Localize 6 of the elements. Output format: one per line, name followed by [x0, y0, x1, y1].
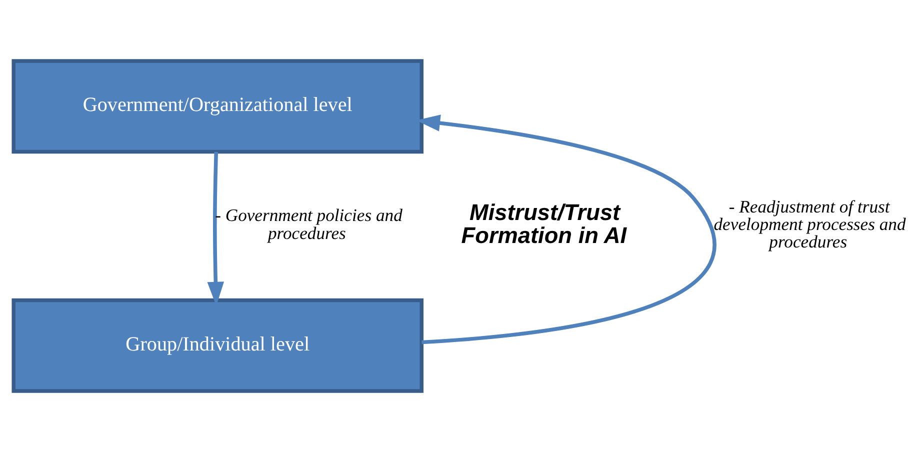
arrow — [207, 151, 224, 306]
node-box: Group/Individual level — [12, 298, 424, 392]
label: Mistrust/Trust Formation in AI — [461, 198, 627, 248]
edge-label: - Readjustment of trust development processes and procedures — [714, 196, 906, 252]
node-box: Government/Organizational level — [12, 58, 424, 154]
edge-label: - Government policies and procedures — [215, 204, 402, 242]
